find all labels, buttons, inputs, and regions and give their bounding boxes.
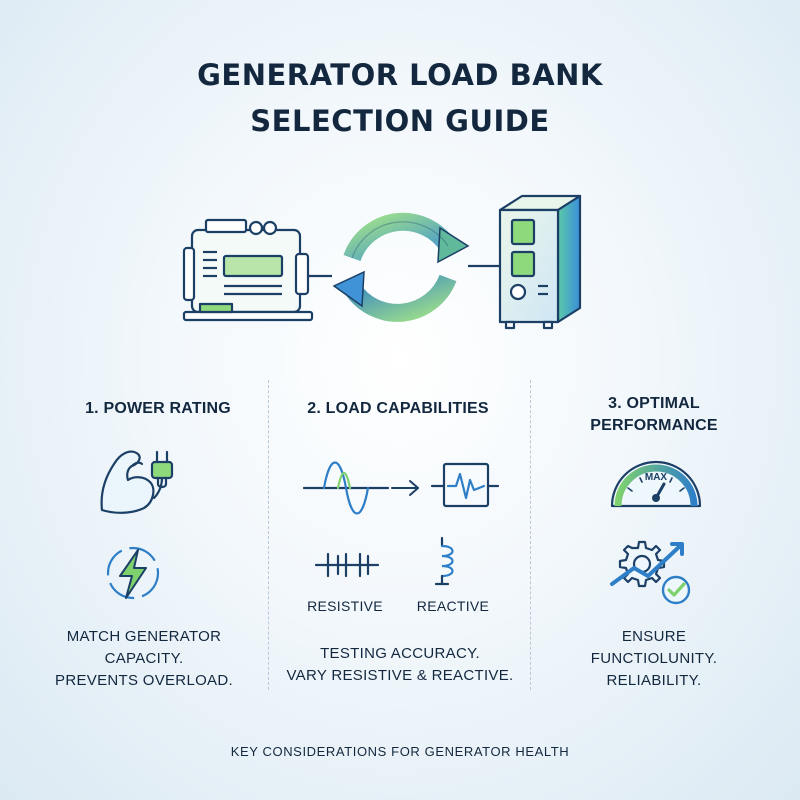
gauge-max-label: MAX <box>645 472 668 483</box>
cycle-arrows-icon <box>332 212 470 322</box>
column-heading-line: 3. OPTIMAL <box>608 395 700 412</box>
column-3-description: ENSURE FUNCTIOLUNITY. RELIABILITY. <box>524 626 784 692</box>
column-divider-right <box>530 380 531 690</box>
arrow-right-icon <box>391 480 419 496</box>
page-title: GENERATOR LOAD BANK SELECTION GUIDE <box>0 52 800 144</box>
column-divider-left <box>268 380 269 690</box>
hero-illustration <box>182 194 582 330</box>
title-line-2: SELECTION GUIDE <box>250 104 550 138</box>
description-line: CAPACITY. <box>104 650 184 667</box>
column-heading-line: PERFORMANCE <box>590 417 718 434</box>
sublabel-reactive: REACTIVE <box>416 598 490 614</box>
resistor-icon <box>314 552 380 578</box>
footer-caption: KEY CONSIDERATIONS FOR GENERATOR HEALTH <box>230 744 570 759</box>
sine-wave-icon <box>302 461 390 515</box>
title-line-1: GENERATOR LOAD BANK <box>197 58 603 92</box>
column-2-description: TESTING ACCURACY. VARY RESISTIVE & REACT… <box>270 643 530 687</box>
description-line: MATCH GENERATOR <box>66 628 222 645</box>
description-line: TESTING ACCURACY. <box>320 645 480 662</box>
column-optimal-performance: 3. OPTIMAL PERFORMANCE <box>524 393 784 437</box>
column-load-capabilities: 2. LOAD CAPABILITIES <box>268 398 528 420</box>
description-line: VARY RESISTIVE & REACTIVE. <box>286 667 514 684</box>
waveform-box-icon <box>430 462 500 508</box>
column-heading: 1. POWER RATING <box>85 400 231 417</box>
description-line: RELIABILITY. <box>606 672 702 689</box>
description-line: FUNCTIOLUNITY. <box>590 650 718 667</box>
speedometer-icon: MAX <box>610 460 702 508</box>
load-bank-cabinet-icon <box>468 194 582 330</box>
column-1-description: MATCH GENERATOR CAPACITY. PREVENTS OVERL… <box>14 626 274 692</box>
column-power-rating: 1. POWER RATING <box>28 398 288 420</box>
flexed-arm-plug-icon <box>100 450 174 514</box>
gear-chart-check-icon <box>610 540 691 605</box>
sublabel-resistive: RESISTIVE <box>307 598 383 614</box>
description-line: PREVENTS OVERLOAD. <box>55 672 233 689</box>
lightning-bolt-icon <box>106 546 160 600</box>
inductor-coil-icon <box>434 536 454 586</box>
description-line: ENSURE <box>621 628 687 645</box>
column-heading: 2. LOAD CAPABILITIES <box>307 400 489 417</box>
generator-icon <box>182 218 332 322</box>
